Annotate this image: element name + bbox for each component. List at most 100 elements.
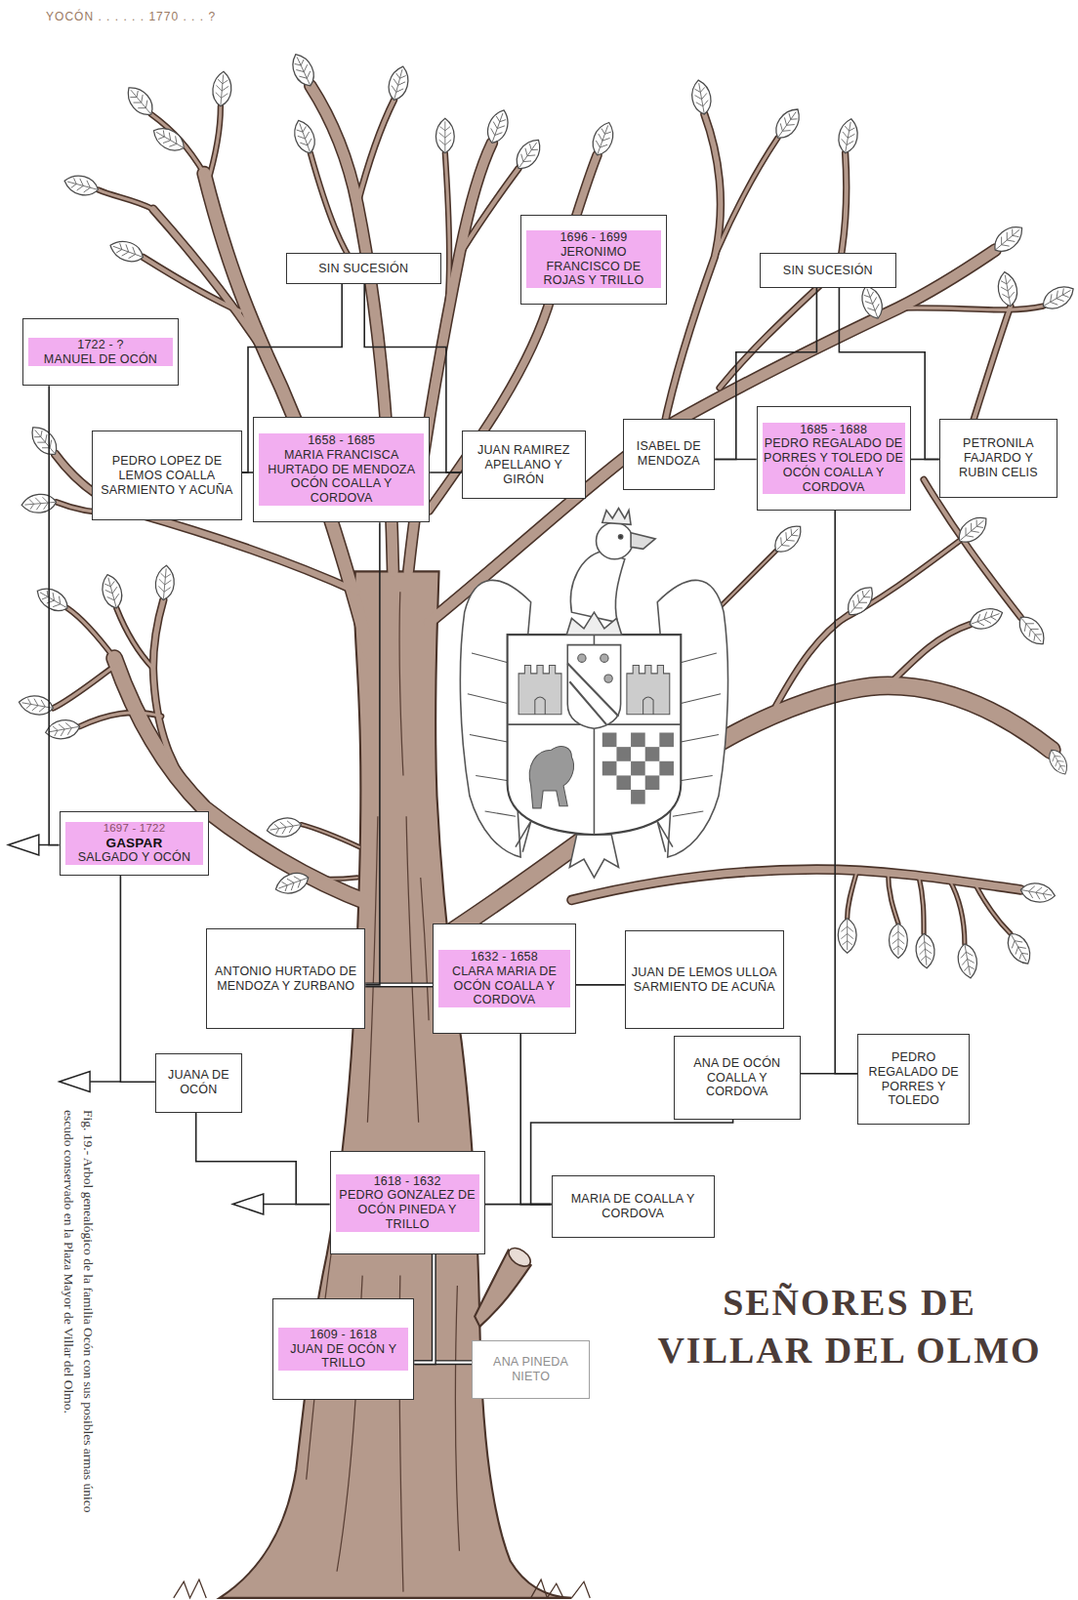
name-text: GASPAR [65,835,205,852]
connector-line [365,522,380,986]
branch [714,550,777,613]
branch [898,306,1043,311]
branch-fill [52,85,1051,945]
date-text: 1696 - 1699 [526,230,662,246]
castle [626,665,670,715]
inescutcheon [567,645,621,730]
shield-divisions [507,634,682,835]
leaf [211,70,234,107]
checker [659,761,674,777]
branch [714,137,779,257]
branch [428,155,597,511]
branch [847,870,858,919]
coat-of-arms-shield [507,634,682,835]
leaf [510,134,546,174]
branch [923,479,1021,618]
leaf [98,572,125,611]
person-box: 1722 - ?MANUEL DE OCÓN [22,318,179,386]
person-box: PEDRO LOPEZ DE LEMOS COALLA SARMIENTO Y … [91,430,243,521]
branch [308,877,358,880]
connector-stroke [520,1034,551,1205]
branch [441,153,450,353]
leaf [1002,929,1037,969]
branch [300,825,360,848]
branch [204,173,370,654]
leaf [1038,281,1078,315]
note-box: SIN SUCESIÓN [286,252,442,284]
branch [142,256,240,311]
leaf [287,50,319,90]
branch [887,872,898,924]
name-text: SALGADO Y OCÓN [65,850,205,866]
connector-line [196,1113,331,1205]
person-box: JUAN RAMIREZ APELLANO Y GIRÓN [461,430,587,499]
leaf [483,107,513,147]
branch [918,875,924,935]
leaf [149,123,189,157]
leaf [914,933,937,970]
branch [116,608,154,669]
figure-caption: Fig. 19.- Arbol genealógico de la famili… [59,1110,98,1540]
leaf [966,604,1006,634]
name-text: JERONIMO FRANCISCO DE ROJAS Y TRILLO [526,245,662,289]
leaf [770,104,806,144]
person-box: 1697 - 1722GASPARSALGADO Y OCÓN [59,811,210,876]
leaf [955,942,981,980]
leaves [17,50,1078,981]
checker [616,775,631,790]
leaf [837,918,857,954]
branch-outline [52,85,1051,945]
eagle-eye [619,535,623,539]
connector-stroke [834,510,858,1075]
branch [153,600,205,809]
eagle-head [596,522,634,560]
person-box: ANTONIO HURTADO DE MENDOZA Y ZURBANO [206,928,366,1029]
eagle-neck [570,550,624,622]
branch [923,479,1021,618]
name-text: MANUEL DE OCÓN [28,352,173,368]
name-text: JUAN DE OCÓN Y TRILLO [278,1342,409,1372]
leaf [835,117,861,155]
branch [836,540,959,623]
roundel [600,654,609,663]
person-box: 1618 - 1632PEDRO GONZALEZ DE OCÓN PINEDA… [330,1151,486,1255]
open-arrowhead [59,1072,90,1093]
stump-cut [505,1244,535,1271]
connector-stroke [48,385,59,845]
branch [52,663,119,708]
roundel [604,674,613,683]
connector-line [120,875,155,1082]
branch [663,114,721,429]
leaf [62,171,101,199]
date-text: 1658 - 1685 [258,433,424,449]
branch [80,712,163,727]
bark-lines [306,591,460,1592]
name-text: ISABEL DE MENDOZA [628,439,709,469]
handwritten-note: YOCÓN . . . . . . 1770 . . . ? [45,9,216,24]
branch [714,550,777,613]
checker [630,733,646,748]
checker [645,775,661,790]
checker [630,761,646,777]
connector-stroke [414,1254,434,1364]
leaf [689,78,714,116]
open-arrowhead [7,834,39,856]
date-text: 1685 - 1688 [762,422,906,438]
connector-line [414,1254,434,1364]
name-text: ANTONIO HURTADO DE MENDOZA Y ZURBANO [211,964,360,995]
name-text: JUAN RAMIREZ APELLANO Y GIRÓN [467,443,581,487]
branch [887,624,970,687]
connector-stroke [196,1113,331,1205]
branch [300,825,360,848]
checker [659,733,674,748]
eagle-figure [459,508,728,878]
leaf [154,564,176,601]
leaf [1013,611,1050,650]
connector-line [48,385,59,845]
name-text: ANA DE OCÓN COALLA Y CORDOVA [679,1056,795,1100]
leaf [588,119,619,159]
name-text: SIN SUCESIÓN [765,263,891,279]
person-box: PETRONILA FAJARDO Y RUBIN CELIS [939,418,1058,499]
diagonal-band [567,663,619,725]
